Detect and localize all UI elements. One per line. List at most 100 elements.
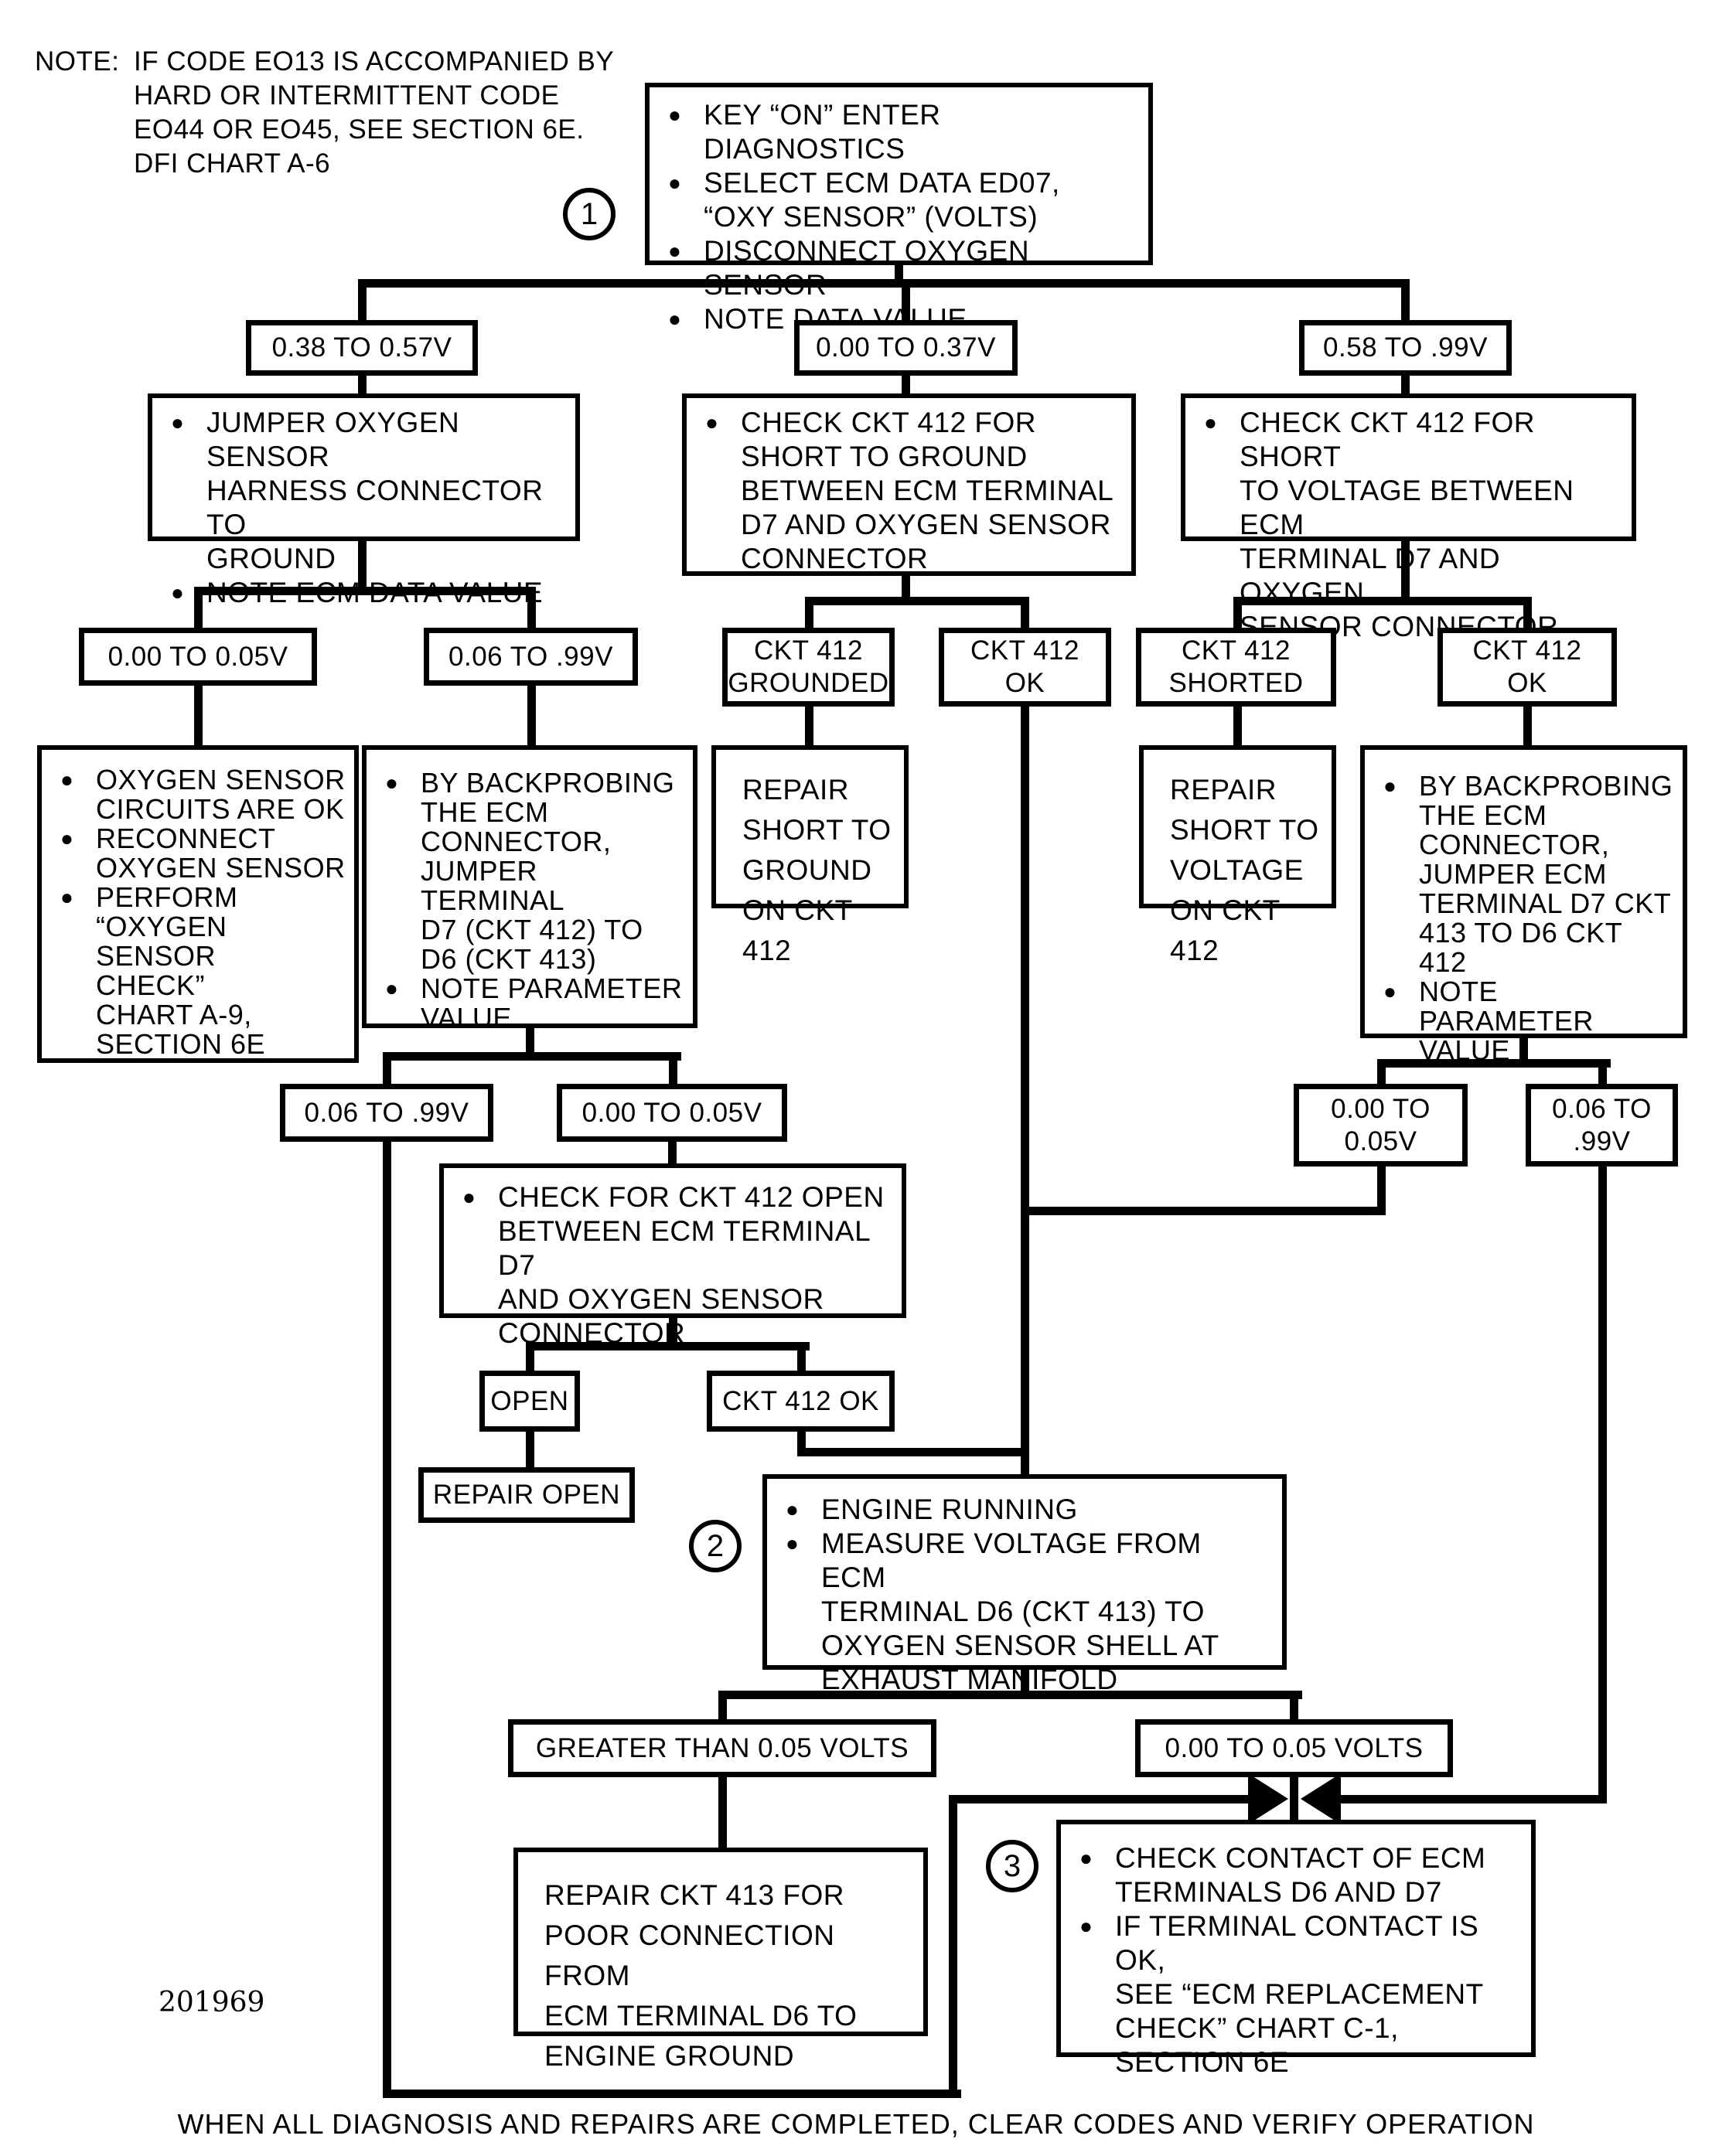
note-text: IF CODE EO13 IS ACCOMPANIED BY HARD OR I… <box>134 46 615 179</box>
bullet-item: ●CHECK CKT 412 FOR SHORT TO VOLTAGE BETW… <box>1201 406 1624 644</box>
connector-line <box>949 1795 1277 1803</box>
step-circle-2: 2 <box>689 1520 742 1572</box>
box-text: CHECK FOR CKT 412 OPEN BETWEEN ECM TERMI… <box>498 1181 885 1349</box>
bullet-icon: ● <box>171 410 184 434</box>
box-range-006-099-left2: 0.06 TO .99V <box>280 1084 493 1142</box>
box-text: CKT 412 OK <box>1472 635 1582 698</box>
box-text: CKT 412 SHORTED <box>1168 635 1304 698</box>
bullet-icon: ● <box>668 307 681 331</box>
connector-line <box>668 1142 677 1163</box>
box-ckt412-shorted: CKT 412 SHORTED <box>1136 628 1336 707</box>
connector-line <box>526 1028 534 1060</box>
bullet-item: ● BY BACKPROBING THE ECM CONNECTOR, JUMPE… <box>382 768 685 974</box>
step-number: 1 <box>580 196 599 231</box>
connector-line <box>1598 1059 1607 1084</box>
connector-line <box>1377 1059 1611 1068</box>
box-text: BY BACKPROBING THE ECM CONNECTOR, JUMPER… <box>1419 770 1673 978</box>
connector-line <box>194 587 536 595</box>
box-text: CKT 412 OK <box>970 635 1079 698</box>
box-repair-ckt413: REPAIR CKT 413 FOR POOR CONNECTION FROM … <box>513 1848 928 2072</box>
bullet-icon: ● <box>668 171 681 195</box>
connector-line <box>895 265 903 287</box>
box-text: MEASURE VOLTAGE FROM ECM TERMINAL D6 (CK… <box>821 1528 1219 1695</box>
box-text: 0.06 TO .99V <box>304 1097 469 1128</box>
bullet-item: ●OXYGEN SENSOR CIRCUITS ARE OK <box>57 765 346 824</box>
connector-line <box>1401 541 1410 605</box>
box-text: IF TERMINAL CONTACT IS OK, SEE “ECM REPL… <box>1115 1910 1484 2078</box>
bullet-item: ●CHECK CKT 412 FOR SHORT TO GROUND BETWE… <box>702 406 1124 576</box>
box-ckt412-ok-bottom: CKT 412 OK <box>707 1371 895 1432</box>
connector-line <box>1021 1207 1386 1215</box>
box-range-000-037: 0.00 TO 0.37V <box>794 320 1018 376</box>
box-text: BY BACKPROBING THE ECM CONNECTOR, JUMPER… <box>421 767 675 975</box>
step-number: 2 <box>706 1528 725 1563</box>
box-ckt412-ok-mid: CKT 412 OK <box>939 628 1111 707</box>
connector-line <box>526 1342 810 1350</box>
box-repair-open: REPAIR OPEN <box>418 1467 635 1523</box>
box-text: CKT 412 OK <box>722 1385 879 1416</box>
bullet-icon: ● <box>705 410 718 434</box>
note-block: NOTE: IF CODE EO13 IS ACCOMPANIED BY HAR… <box>35 45 614 181</box>
connector-line <box>1401 279 1410 320</box>
connector-line <box>1233 597 1242 628</box>
box-text: REPAIR CKT 413 FOR POOR CONNECTION FROM … <box>544 1879 858 2072</box>
connector-line <box>1290 1691 1298 1719</box>
box-range-058-099: 0.58 TO .99V <box>1299 320 1512 376</box>
box-text: GREATER THAN 0.05 VOLTS <box>535 1732 909 1763</box>
note-label: NOTE: <box>35 46 120 77</box>
connector-line <box>902 576 910 605</box>
box-jumper-harness-ground: ●JUMPER OXYGEN SENSOR HARNESS CONNECTOR … <box>148 393 580 608</box>
connector-line <box>526 1342 534 1371</box>
connector-line <box>718 1691 727 1719</box>
box-text: 0.00 TO 0.05V <box>107 641 288 672</box>
box-text: REPAIR SHORT TO VOLTAGE ON CKT 412 <box>1170 774 1319 966</box>
connector-line <box>1315 1795 1607 1803</box>
box-step1-instructions: ●KEY “ON” ENTER DIAGNOSTICS ●SELECT ECM … <box>645 83 1153 335</box>
bullet-item: ●KEY “ON” ENTER DIAGNOSTICS <box>665 98 1141 166</box>
bullet-icon: ● <box>60 826 73 850</box>
connector-line <box>358 279 367 320</box>
connector-line <box>902 279 910 320</box>
box-text: 0.00 TO 0.05 VOLTS <box>1165 1732 1424 1763</box>
box-backprobe-jumper-d7-d6: ● BY BACKPROBING THE ECM CONNECTOR, JUMPE… <box>362 745 697 1033</box>
box-text: 0.06 TO .99V <box>1552 1093 1652 1156</box>
box-text: 0.38 TO 0.57V <box>271 332 452 363</box>
bullet-icon: ● <box>786 1531 799 1555</box>
connector-line <box>383 1052 391 1084</box>
box-text: PERFORM “OXYGEN SENSOR CHECK” CHART A-9,… <box>96 881 266 1060</box>
box-check-short-voltage: ●CHECK CKT 412 FOR SHORT TO VOLTAGE BETW… <box>1181 393 1636 642</box>
connector-line <box>1290 1777 1298 1820</box>
step-number: 3 <box>1003 1848 1021 1883</box>
box-text: CKT 412 GROUNDED <box>728 635 889 698</box>
box-range-000-005-right2: 0.00 TO 0.05V <box>1294 1084 1468 1167</box>
connector-line <box>1021 597 1029 628</box>
connector-line <box>805 707 813 745</box>
box-range-038-057: 0.38 TO 0.57V <box>246 320 478 376</box>
connector-line <box>1233 597 1532 605</box>
bullet-icon: ● <box>385 771 398 795</box>
box-000-005-volts: 0.00 TO 0.05 VOLTS <box>1135 1719 1453 1777</box>
box-text: DISCONNECT OXYGEN SENSOR <box>704 235 1030 301</box>
connector-line <box>797 1448 1029 1456</box>
box-text: ENGINE RUNNING <box>821 1494 1078 1525</box>
box-repair-short-voltage: REPAIR SHORT TO VOLTAGE ON CKT 412 <box>1139 745 1336 966</box>
box-text: SELECT ECM DATA ED07, “OXY SENSOR” (VOLT… <box>704 167 1060 233</box>
box-text: 0.00 TO 0.05V <box>1331 1093 1431 1156</box>
box-sensor-circuits-ok: ●OXYGEN SENSOR CIRCUITS ARE OK ●RECONNEC… <box>37 745 359 1063</box>
connector-line <box>949 1795 957 2098</box>
connector-line <box>805 597 1029 605</box>
box-step2-engine-running: ●ENGINE RUNNING ●MEASURE VOLTAGE FROM EC… <box>762 1474 1287 1695</box>
box-text: NOTE PARAMETER VALUE <box>1419 976 1594 1066</box>
box-text: KEY “ON” ENTER DIAGNOSTICS <box>704 99 941 165</box>
bullet-icon: ● <box>462 1185 476 1209</box>
connector-line <box>805 597 813 628</box>
bullet-icon: ● <box>1383 979 1397 1003</box>
connector-line <box>1519 1038 1528 1067</box>
connector-line <box>1523 597 1532 628</box>
box-text: CHECK CKT 412 FOR SHORT TO VOLTAGE BETWE… <box>1240 407 1574 642</box>
box-text: 0.00 TO 0.37V <box>816 332 996 363</box>
box-check-ckt412-open: ● CHECK FOR CKT 412 OPEN BETWEEN ECM TERM… <box>439 1163 906 1349</box>
box-range-000-005-left2: 0.00 TO 0.05V <box>557 1084 787 1142</box>
connector-line <box>718 1777 727 1848</box>
